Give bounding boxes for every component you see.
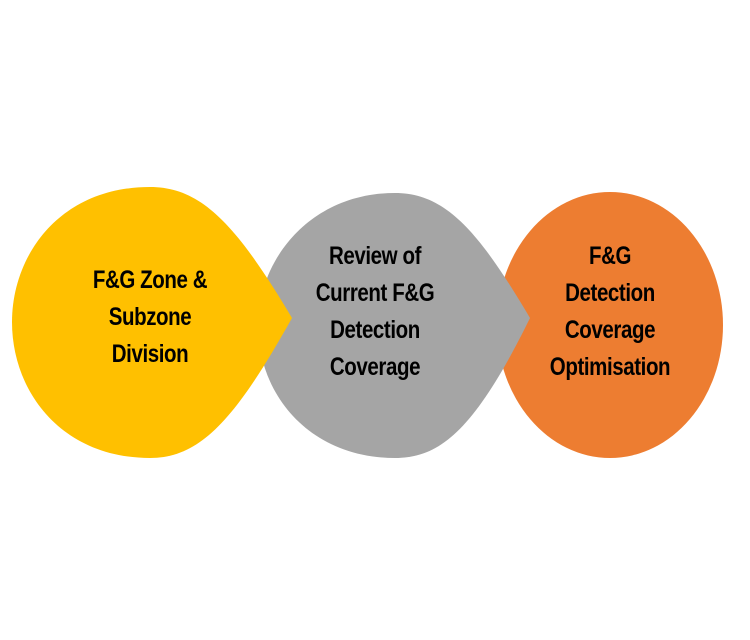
step-1-line: F&G Zone & (92, 266, 208, 294)
step-2-line: Detection (330, 316, 420, 344)
step-2-shape (258, 193, 530, 458)
step-3-line: F&G (588, 242, 632, 270)
step-3-line: Optimisation (549, 353, 671, 381)
step-1-shape (12, 187, 292, 458)
step-3-shape (497, 192, 723, 458)
step-3-line: Detection (565, 279, 655, 307)
step-1-line: Division (111, 340, 189, 368)
step-3-line: Coverage (564, 316, 656, 344)
step-2-line: Coverage (329, 353, 421, 381)
step-1-label: F&G Zone & Subzone Division (40, 262, 260, 373)
step-2-line: Review of (328, 242, 421, 270)
step-1-line: Subzone (108, 303, 192, 331)
step-2-label: Review of Current F&G Detection Coverage (270, 238, 480, 386)
step-2-line: Current F&G (315, 279, 435, 307)
step-3-label: F&G Detection Coverage Optimisation (505, 238, 715, 386)
